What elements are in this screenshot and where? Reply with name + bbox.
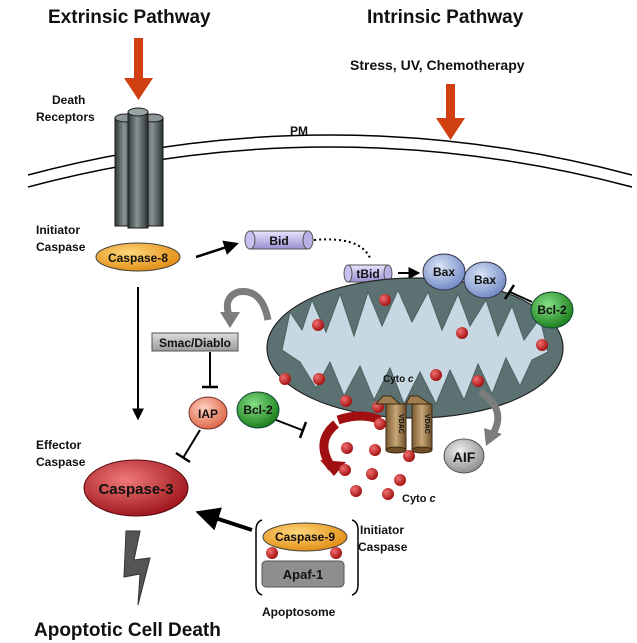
tbid-label: tBid <box>356 267 379 281</box>
smac-diablo-label: Smac/Diablo <box>159 336 231 350</box>
apoptosome-label: Apoptosome <box>262 605 336 619</box>
iap-label: IAP <box>198 407 218 421</box>
aif-label: AIF <box>453 449 476 465</box>
cyto-c-outer-label: Cyto c <box>402 493 436 505</box>
iap-inhibits-caspase-3 <box>175 429 201 464</box>
cyto-c-dots-outer <box>339 418 415 500</box>
extrinsic-arrow <box>124 38 153 100</box>
outcome-title: Apoptotic Cell Death <box>34 620 221 641</box>
lightning-bolt-icon <box>123 530 151 606</box>
initiator-caspase-label-line2: Caspase <box>36 240 86 254</box>
bax-node-2: Bax <box>463 261 507 299</box>
caspase-9-label: Caspase-9 <box>275 530 335 544</box>
effector-caspase-label-line1: Effector <box>36 438 82 452</box>
bid-node: Bid <box>244 230 314 250</box>
bcl2-right-label: Bcl-2 <box>537 303 567 317</box>
effector-caspase-label-line2: Caspase <box>36 455 86 469</box>
vdac-1-label: VDAC <box>397 414 404 434</box>
smac-release-arrow <box>223 288 272 321</box>
intrinsic-arrow <box>436 84 465 140</box>
apoptosome-cyto-c-left <box>266 547 278 559</box>
death-receptors-label-line2: Receptors <box>36 110 95 124</box>
caspase-9-node: Caspase-9 <box>262 522 348 552</box>
caspase-3-label: Caspase-3 <box>98 481 173 498</box>
plasma-membrane <box>27 134 633 188</box>
extrinsic-title: Extrinsic Pathway <box>48 7 211 28</box>
apaf-1-node: Apaf-1 <box>261 560 345 588</box>
aif-release-arrow <box>478 389 502 434</box>
bcl2-left-node: Bcl-2 <box>236 391 280 429</box>
caspase-8-node: Caspase-8 <box>95 242 181 272</box>
smac-diablo-node: Smac/Diablo <box>151 332 239 352</box>
caspase-3-node: Caspase-3 <box>83 459 189 517</box>
bcl2-right-node: Bcl-2 <box>530 291 574 329</box>
apoptosome-cyto-c-right <box>330 547 342 559</box>
caspase-8-label: Caspase-8 <box>108 251 168 265</box>
mitochondrion <box>266 277 564 419</box>
cyto-c-inner-label: Cyto c <box>383 374 414 385</box>
apaf-1-label: Apaf-1 <box>283 567 323 582</box>
pm-label: PM <box>290 124 308 138</box>
intrinsic-title: Intrinsic Pathway <box>367 7 524 28</box>
iap-node: IAP <box>188 396 228 430</box>
bax-1-label: Bax <box>433 265 455 279</box>
cyto-c-release-arrow-tail <box>336 411 382 425</box>
death-receptors-label-line1: Death <box>52 93 85 107</box>
aif-node: AIF <box>443 438 485 474</box>
vdac-2-label: VDAC <box>423 414 430 434</box>
bcl2-inhibits-bax <box>503 284 533 303</box>
apoptosome-bracket <box>255 519 359 596</box>
bax-node-1: Bax <box>422 253 466 291</box>
death-receptor <box>114 107 164 229</box>
apoptosome-to-caspase3-arrow <box>195 507 253 532</box>
bid-label: Bid <box>269 234 288 248</box>
bcl2-left-label: Bcl-2 <box>243 403 273 417</box>
aif-release-arrowhead <box>484 428 502 446</box>
vdac-channel-1: VDAC <box>374 395 407 454</box>
cyto-c-dots-inner <box>279 294 548 413</box>
stimuli-label: Stress, UV, Chemotherapy <box>350 57 525 73</box>
initiator-caspase-9-label-line1: Initiator <box>360 523 404 537</box>
bid-to-tbid-dotted <box>313 238 371 259</box>
smac-release-arrowhead <box>220 312 240 328</box>
initiator-caspase-9-label-line2: Caspase <box>358 540 408 554</box>
caspase8-to-bid-arrow <box>195 240 239 259</box>
initiator-caspase-label-line1: Initiator <box>36 223 80 237</box>
vdac-channel-2: VDAC <box>405 395 433 454</box>
bcl2-inhibits-release <box>275 419 308 439</box>
cyto-c-release-arrowhead <box>320 460 346 476</box>
bax-2-label: Bax <box>474 273 496 287</box>
smac-inhibits-iap <box>202 352 218 389</box>
